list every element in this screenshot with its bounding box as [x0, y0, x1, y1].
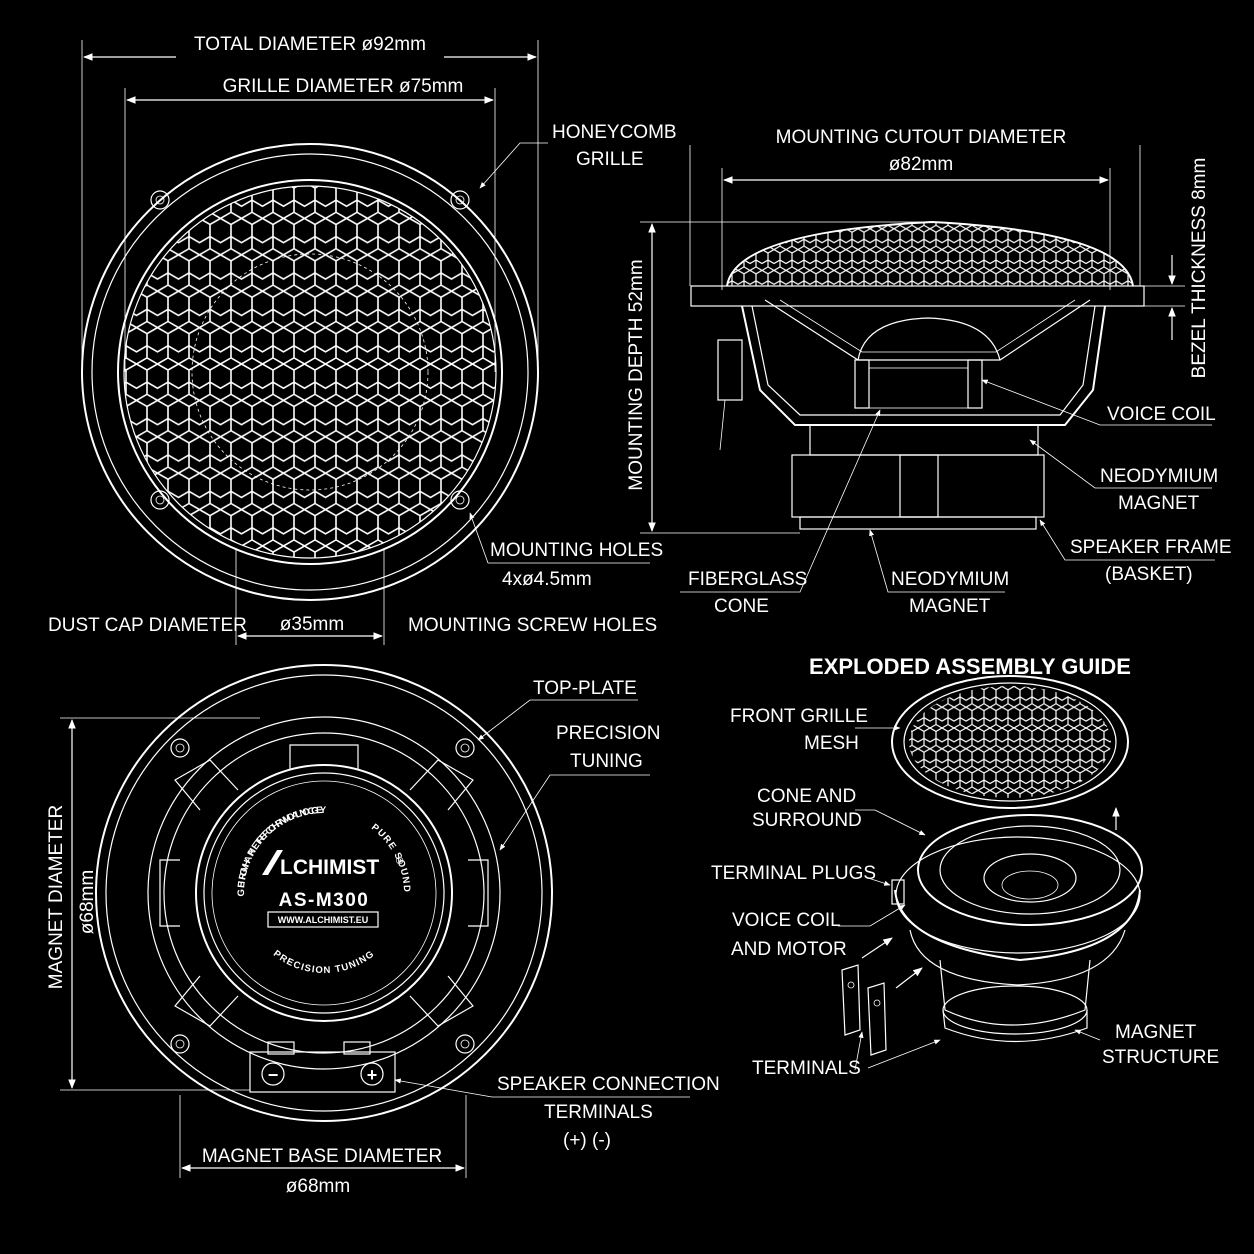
rear-screw-hole — [455, 738, 475, 758]
mounting-holes-label: MOUNTING HOLES — [490, 540, 663, 561]
website-url: WWW.ALCHIMIST.EU — [278, 915, 369, 925]
terminal-minus-sign: − — [268, 1065, 279, 1085]
speaker-connection-label-1: SPEAKER CONNECTION — [497, 1074, 720, 1095]
svg-text:PRECISION TUNING: PRECISION TUNING — [271, 948, 377, 976]
ring-text-bottom: PRECISION TUNING — [271, 948, 376, 976]
magnet-diameter-value: ø68mm — [77, 870, 98, 934]
mounting-hole — [450, 490, 470, 510]
brand-name: LCHIMIST — [280, 856, 379, 879]
voice-coil-motor-label-1: VOICE COIL — [732, 910, 841, 931]
voice-coil-motor-label-2: AND MOTOR — [731, 939, 847, 960]
magnet-structure-label-2: STRUCTURE — [1102, 1047, 1219, 1068]
fiberglass-cone-label-2: CONE — [714, 596, 769, 617]
honeycomb-grille-label-2: GRILLE — [576, 149, 644, 170]
neodymium-magnet-bottom-2: MAGNET — [909, 596, 991, 617]
magnet-base-diameter-label: MAGNET BASE DIAMETER — [202, 1146, 442, 1167]
total-diameter-label: TOTAL DIAMETER ø92mm — [194, 34, 426, 55]
mounting-hole — [450, 190, 470, 210]
rear-screw-hole — [170, 1034, 190, 1054]
front-grille-mesh-label-2: MESH — [804, 733, 859, 754]
precision-tuning-label-1: PRECISION — [556, 723, 661, 744]
cutout-diameter-value: ø82mm — [889, 154, 953, 175]
speaker-frame-label-1: SPEAKER FRAME — [1070, 537, 1232, 558]
top-plate-label: TOP-PLATE — [533, 678, 637, 699]
rear-screw-hole — [455, 1034, 475, 1054]
rear-view: GERMAN TECHNOLOGY PURE SOUND PRECISION T… — [46, 664, 720, 1197]
fiberglass-cone-label-1: FIBERGLASS — [688, 569, 807, 590]
precision-tuning-label-2: TUNING — [570, 751, 643, 772]
brand-logo-mark — [262, 850, 283, 875]
voice-coil-label: VOICE COIL — [1107, 404, 1216, 425]
front-grille-mesh-label-1: FRONT GRILLE — [730, 706, 868, 727]
grille-diameter-label: GRILLE DIAMETER ø75mm — [223, 76, 464, 97]
dust-cap-diameter-label: DUST CAP DIAMETER — [48, 615, 247, 636]
mounting-depth-label: MOUNTING DEPTH 52mm — [626, 259, 647, 490]
neodymium-magnet-right-2: MAGNET — [1118, 493, 1200, 514]
model-number: AS-M300 — [279, 890, 370, 911]
terminal-plus-sign: + — [367, 1065, 378, 1085]
speaker-connection-label-2: TERMINALS — [544, 1102, 653, 1123]
mounting-screw-holes-label: MOUNTING SCREW HOLES — [408, 615, 657, 636]
side-section-view: MOUNTING CUTOUT DIAMETER ø82mm MOUNTING … — [626, 127, 1232, 617]
magnet-base-value: ø68mm — [286, 1176, 350, 1197]
terminal-plugs-label: TERMINAL PLUGS — [711, 863, 876, 884]
bezel-thickness-label: BEZEL THICKNESS 8mm — [1189, 158, 1210, 379]
cutout-diameter-label: MOUNTING CUTOUT DIAMETER — [776, 127, 1067, 148]
magnet-diameter-label: MAGNET DIAMETER — [46, 805, 67, 989]
rear-screw-hole — [170, 738, 190, 758]
mounting-holes-size: 4xø4.5mm — [502, 569, 592, 590]
top-view: TOTAL DIAMETER ø92mm GRILLE DIAMETER ø75… — [48, 34, 677, 645]
cone-surround-label-2: SURROUND — [752, 810, 862, 831]
exploded-title: EXPLODED ASSEMBLY GUIDE — [809, 654, 1131, 679]
speaker-frame-label-2: (BASKET) — [1105, 564, 1193, 585]
honeycomb-grille-label-1: HONEYCOMB — [552, 122, 677, 143]
terminals-label: TERMINALS — [752, 1058, 861, 1079]
magnet-structure-label-1: MAGNET — [1115, 1022, 1197, 1043]
brand-registered: ® — [396, 856, 404, 867]
neodymium-magnet-bottom-1: NEODYMIUM — [891, 569, 1009, 590]
speaker-connection-label-3: (+) (-) — [563, 1130, 611, 1151]
cone-surround-label-1: CONE AND — [757, 786, 856, 807]
exploded-view: EXPLODED ASSEMBLY GUIDE FRONT GRILLE MES… — [711, 654, 1219, 1079]
dust-cap-value: ø35mm — [280, 614, 344, 635]
mounting-hole — [150, 190, 170, 210]
mounting-hole — [150, 490, 170, 510]
neodymium-magnet-right-1: NEODYMIUM — [1100, 466, 1218, 487]
